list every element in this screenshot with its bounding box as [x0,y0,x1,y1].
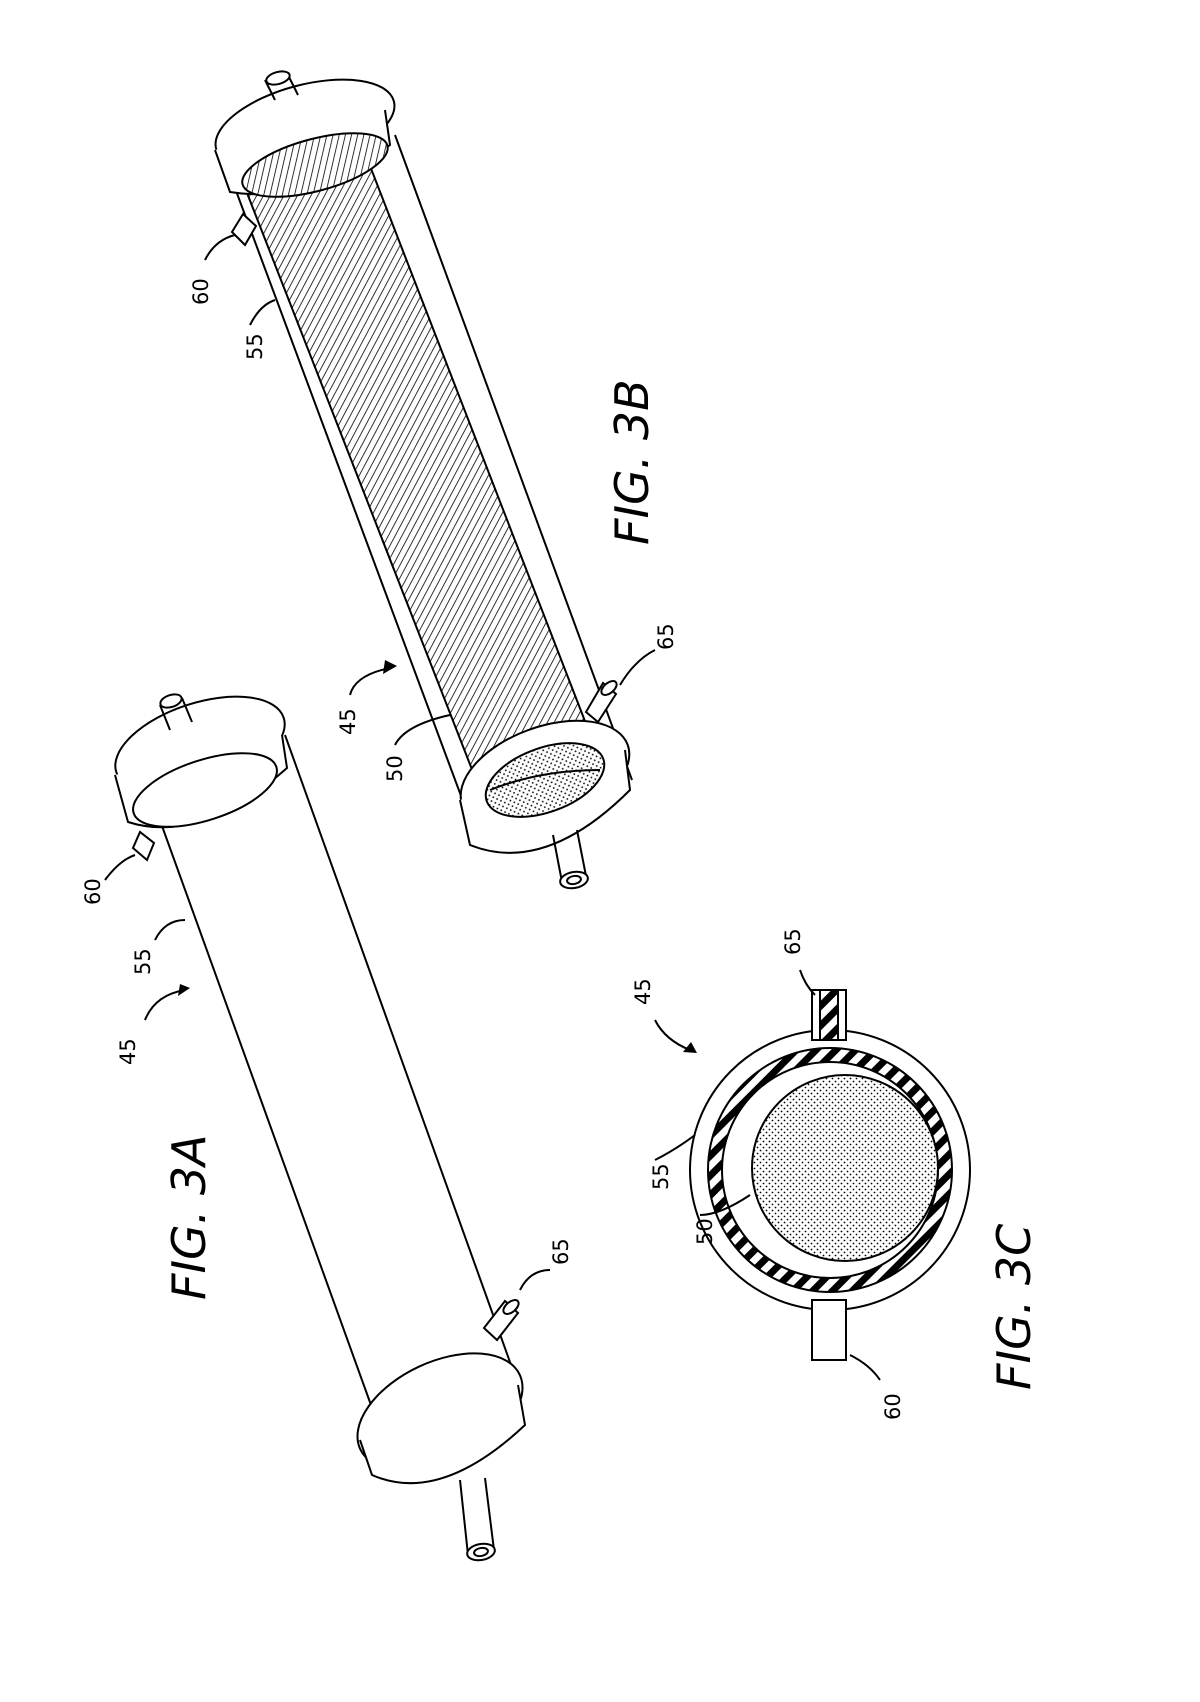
leader-50 [699,1194,751,1216]
leader-65 [519,1269,551,1291]
fig-3b-label-50: 50 [383,755,407,782]
bottom-end-cap [459,719,632,854]
side-port-65 [584,680,618,724]
side-port-60 [230,212,258,247]
bottom-port-tube [552,829,589,890]
port-65-section [811,989,847,1041]
fig-3c-label-45: 45 [631,978,655,1005]
fiber-bundle [238,138,602,797]
fig-3a-caption: FIG. 3A [162,1134,216,1300]
leader-55 [654,1134,696,1161]
leader-55 [154,919,186,941]
fig-3c-label-55: 55 [649,1163,673,1190]
bottom-end-cap [356,1352,527,1485]
figure-3b [204,70,656,890]
top-end-cap [114,695,289,829]
fig-3c-label-65: 65 [781,928,805,955]
fig-3a-label-65: 65 [549,1238,573,1265]
fig-3a-label-45: 45 [116,1038,140,1065]
fig-3b-label-60: 60 [189,278,213,305]
leader-65 [619,649,656,686]
leader-60 [104,854,136,881]
fig-3b-label-45: 45 [336,708,360,735]
housing-tube [231,134,633,821]
leader-55 [249,299,276,326]
figure-3a [104,693,551,1562]
port-60-section [811,1299,847,1361]
leader-65 [799,969,816,996]
leader-45-arrow [654,1019,691,1051]
leader-60 [849,1354,881,1381]
fig-3b-label-55: 55 [243,333,267,360]
side-port-60 [131,830,156,862]
fig-3b-label-65: 65 [654,623,678,650]
top-port-tube [159,693,193,731]
figure-3c [654,969,971,1381]
top-port-tube [264,70,299,101]
bottom-port-tube [459,1477,496,1562]
fiber-bundle-section [751,1074,939,1262]
fig-3c-label-50: 50 [693,1218,717,1245]
top-end-cap [214,78,396,198]
fig-3c-label-60: 60 [881,1393,905,1420]
fig-3c-caption: FIG. 3C [987,1224,1041,1390]
side-port-65 [482,1299,520,1342]
fig-3b-caption: FIG. 3B [605,379,659,545]
leader-60 [204,234,236,261]
housing-tube [139,734,521,1431]
leader-50 [394,714,451,746]
fig-3a-label-60: 60 [81,878,105,905]
fig-3a-label-55: 55 [131,948,155,975]
